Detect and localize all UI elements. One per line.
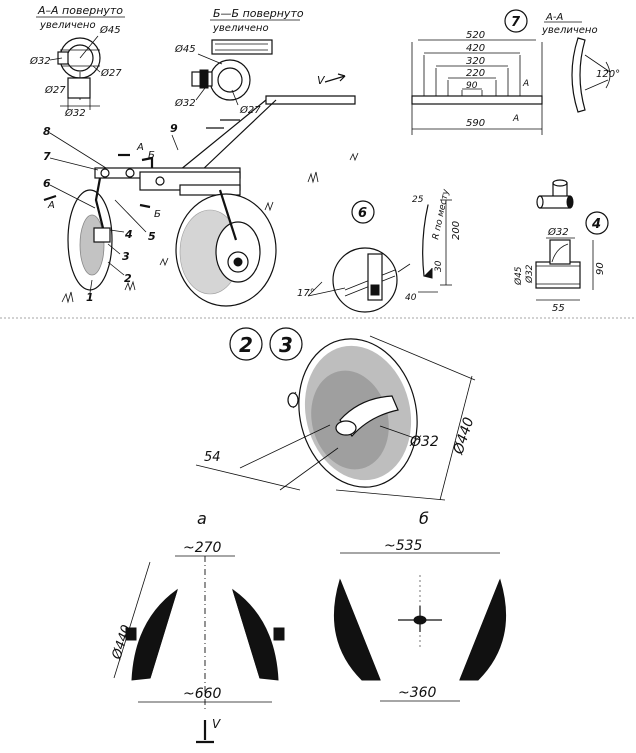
dim-40: 40: [405, 293, 417, 303]
detail-4-d32: Ø32: [547, 226, 569, 238]
view-a: а ~270 ~660 Ø440 V: [109, 509, 285, 744]
detail-7-number: 7: [511, 15, 521, 30]
section-bb: Б—Б повернуто увеличено Ø45 Ø32 Ø27: [174, 7, 304, 116]
section-aa-d45: Ø45: [99, 24, 121, 36]
callout-1: 1: [86, 291, 94, 304]
detail-6-number: 6: [358, 206, 367, 221]
section-bb-title: Б—Б повернуто: [213, 7, 304, 20]
section-bb-subtitle: увеличено: [212, 23, 269, 34]
cut-b-lower: Б: [154, 209, 161, 220]
section-bb-d32: Ø32: [174, 97, 196, 109]
view-a-title: а: [197, 509, 207, 528]
detail-6-angle: 17°: [297, 288, 315, 299]
dim-320: 320: [466, 56, 485, 67]
detail-4: 4 Ø32 Ø45 Ø32 90 55: [513, 179, 609, 314]
disc-d440: Ø440: [450, 415, 477, 457]
section-aa: А–А повернуто увеличено Ø45 Ø32 Ø27 Ø27 …: [29, 4, 125, 119]
section-aa-d27b: Ø27: [44, 84, 66, 96]
dim-220: 220: [466, 68, 485, 79]
callout-5: 5: [148, 230, 156, 243]
view-a-dir: V: [212, 717, 221, 731]
detail-7-section-sub: увеличено: [541, 25, 598, 36]
callout-2: 2: [124, 272, 132, 285]
mark-a-lower: А: [512, 114, 519, 124]
dim-25: 25: [412, 195, 424, 205]
callout-3: 3: [122, 250, 130, 263]
callout-8: 8: [43, 125, 51, 138]
section-bb-d45: Ø45: [174, 43, 196, 55]
dim-90: 90: [466, 81, 478, 91]
dim-420: 420: [466, 43, 485, 54]
disc-dim-54: 54: [204, 450, 221, 465]
detail-7: 7 520 420 320 220 90 590 А А А-А: [411, 9, 620, 135]
detail-6: 6 17° 25 200 R по месту 30 40: [297, 188, 462, 313]
view-a-bottom: ~660: [183, 686, 222, 702]
disc-d32: Ø32: [409, 434, 439, 450]
callout-7: 7: [43, 150, 51, 163]
callout-6: 6: [43, 177, 51, 190]
cut-b-upper: Б: [148, 150, 155, 161]
disc-number-3: 3: [279, 333, 293, 357]
detail-4-dim-90: 90: [595, 262, 606, 275]
detail-7-angle: 120°: [596, 69, 620, 80]
section-aa-d27a: Ø27: [100, 67, 122, 79]
view-a-d440: Ø440: [109, 623, 134, 662]
dim-30: 30: [434, 260, 444, 272]
mark-a-upper: А: [522, 79, 529, 89]
detail-4-number: 4: [591, 217, 601, 232]
view-b: б ~535 ~360: [333, 509, 507, 702]
view-b-title: б: [419, 509, 429, 528]
section-aa-subtitle: увеличено: [39, 20, 96, 31]
cut-a-upper: А: [136, 142, 144, 153]
section-aa-title: А–А повернуто: [37, 4, 123, 17]
disc-detail: 2 3 Ø440 Ø32 54: [195, 327, 477, 501]
dim-200: 200: [451, 221, 462, 240]
callout-9: 9: [170, 122, 178, 135]
dim-520: 520: [466, 30, 485, 41]
detail-4-d45: Ø45: [513, 266, 524, 286]
view-a-top: ~270: [183, 540, 222, 556]
cultivator-assembly: V 1 2 3 4 5: [43, 73, 359, 307]
dim-590: 590: [466, 118, 485, 129]
section-bb-d27: Ø27: [239, 104, 261, 116]
section-aa-d32: Ø32: [29, 55, 51, 67]
direction-v: V: [317, 74, 326, 87]
view-b-bottom: ~360: [398, 685, 437, 701]
detail-6-r-note: R по месту: [431, 188, 452, 241]
cut-a-lower: А: [47, 200, 55, 211]
disc-number-2: 2: [239, 333, 253, 357]
view-b-top: ~535: [384, 538, 423, 554]
detail-4-d32b: Ø32: [524, 264, 535, 284]
detail-4-dim-55: 55: [552, 303, 565, 314]
callout-4: 4: [124, 228, 133, 241]
detail-7-section-title: А-А: [545, 12, 563, 23]
section-aa-d32b: Ø32: [64, 107, 86, 119]
